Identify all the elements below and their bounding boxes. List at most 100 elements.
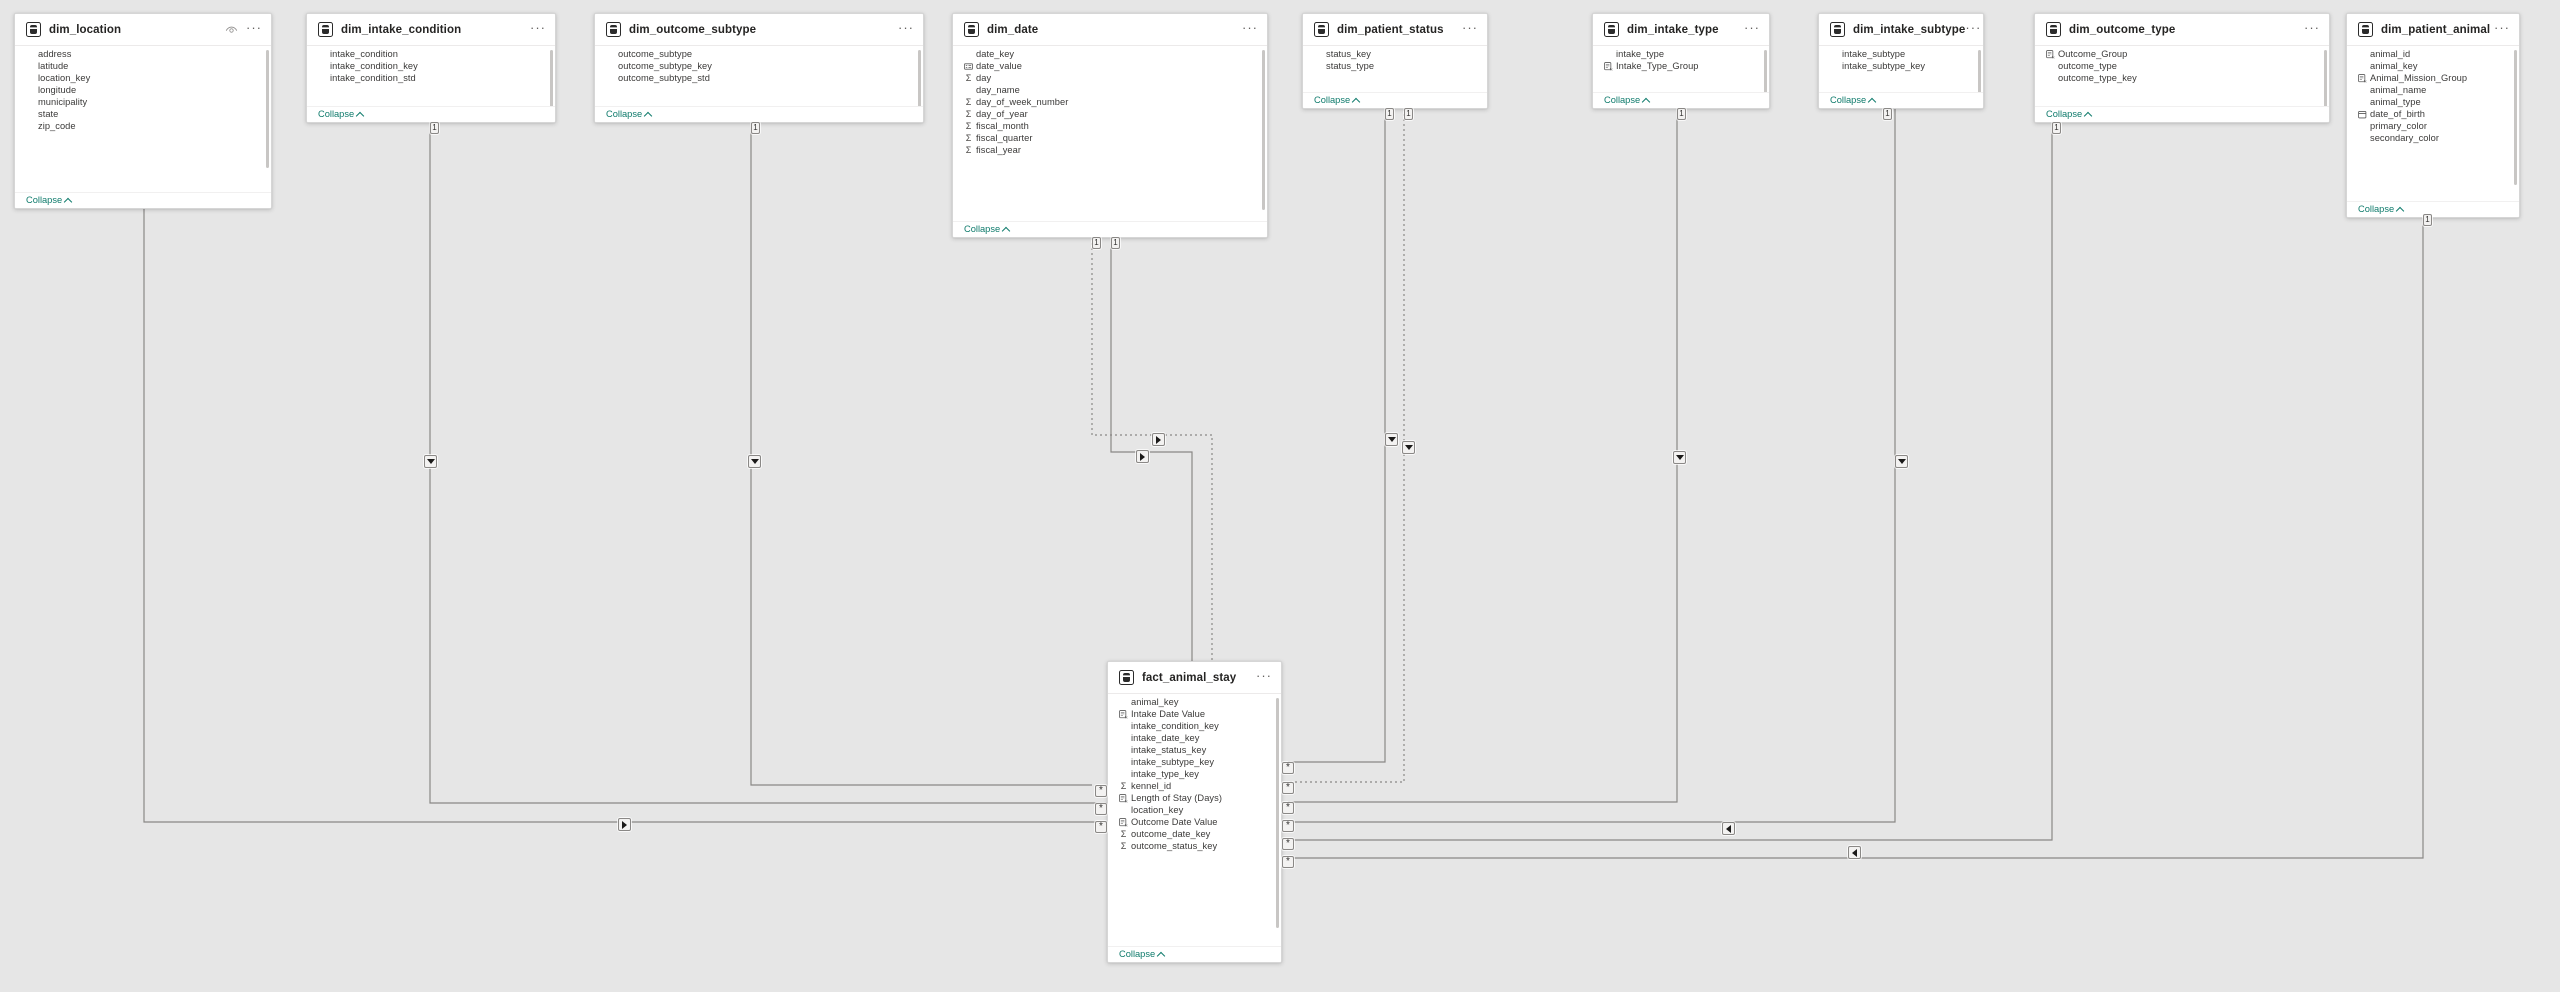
collapse-button[interactable]: Collapse: [953, 221, 1267, 237]
field-row[interactable]: date_key: [953, 48, 1267, 60]
cross-filter-arrow-right-icon[interactable]: [1136, 450, 1149, 463]
collapse-button[interactable]: Collapse: [595, 106, 923, 122]
table-more-options-icon[interactable]: ···: [1242, 20, 1258, 35]
field-row[interactable]: outcome_type: [2035, 60, 2329, 72]
cardinality-many-marker[interactable]: *: [1282, 856, 1294, 868]
cardinality-many-marker[interactable]: *: [1095, 785, 1107, 797]
field-list-scrollbar[interactable]: [1262, 50, 1265, 210]
table-more-options-icon[interactable]: ···: [1256, 668, 1272, 683]
cardinality-one-marker[interactable]: 1: [1111, 237, 1120, 249]
table-header[interactable]: dim_patient_status···: [1303, 14, 1487, 46]
field-row[interactable]: zip_code: [15, 120, 271, 132]
cardinality-one-marker[interactable]: 1: [2423, 214, 2432, 226]
table-header[interactable]: dim_intake_subtype···: [1819, 14, 1983, 46]
field-row[interactable]: animal_key: [1108, 696, 1281, 708]
field-list-scrollbar[interactable]: [1978, 50, 1981, 94]
field-row[interactable]: state: [15, 108, 271, 120]
field-list-scrollbar[interactable]: [2324, 50, 2327, 108]
collapse-button[interactable]: Collapse: [2347, 201, 2519, 217]
field-row[interactable]: location_key: [1108, 804, 1281, 816]
cardinality-many-marker[interactable]: *: [1282, 838, 1294, 850]
cardinality-one-marker[interactable]: 1: [751, 122, 760, 134]
collapse-button[interactable]: Collapse: [1819, 92, 1983, 108]
table-header[interactable]: fact_animal_stay···: [1108, 662, 1281, 694]
table-more-options-icon[interactable]: ···: [1744, 20, 1760, 35]
field-row[interactable]: intake_type: [1593, 48, 1769, 60]
field-row[interactable]: intake_condition_key: [307, 60, 555, 72]
field-list-scrollbar[interactable]: [918, 50, 921, 108]
collapse-button[interactable]: Collapse: [307, 106, 555, 122]
table-header[interactable]: dim_outcome_subtype···: [595, 14, 923, 46]
field-row[interactable]: outcome_type_key: [2035, 72, 2329, 84]
field-row[interactable]: intake_condition_key: [1108, 720, 1281, 732]
field-row[interactable]: secondary_color: [2347, 132, 2519, 144]
cardinality-many-marker[interactable]: *: [1282, 820, 1294, 832]
cardinality-one-marker[interactable]: 1: [1385, 108, 1394, 120]
cardinality-many-marker[interactable]: *: [1095, 821, 1107, 833]
field-list-scrollbar[interactable]: [1276, 698, 1279, 928]
table-more-options-icon[interactable]: ···: [246, 20, 262, 35]
field-row[interactable]: outcome_subtype_std: [595, 72, 923, 84]
field-row[interactable]: location_key: [15, 72, 271, 84]
collapse-button[interactable]: Collapse: [1303, 92, 1487, 108]
cross-filter-arrow-left-icon[interactable]: [1722, 822, 1735, 835]
collapse-button[interactable]: Collapse: [15, 192, 271, 208]
collapse-button[interactable]: Collapse: [2035, 106, 2329, 122]
table-header[interactable]: dim_outcome_type···: [2035, 14, 2329, 46]
table-header[interactable]: dim_date···: [953, 14, 1267, 46]
field-row[interactable]: outcome_subtype: [595, 48, 923, 60]
field-row[interactable]: day_name: [953, 84, 1267, 96]
table-more-options-icon[interactable]: ···: [898, 20, 914, 35]
field-row[interactable]: latitude: [15, 60, 271, 72]
field-row[interactable]: intake_condition_std: [307, 72, 555, 84]
hidden-eye-icon[interactable]: [225, 23, 238, 36]
field-list-scrollbar[interactable]: [550, 50, 553, 108]
cross-filter-arrow-down-icon[interactable]: [748, 455, 761, 468]
table-more-options-icon[interactable]: ···: [530, 20, 546, 35]
field-row[interactable]: intake_subtype_key: [1108, 756, 1281, 768]
cross-filter-arrow-down-icon[interactable]: [1385, 433, 1398, 446]
cross-filter-arrow-right-icon[interactable]: [1152, 433, 1165, 446]
field-row[interactable]: municipality: [15, 96, 271, 108]
field-row[interactable]: animal_key: [2347, 60, 2519, 72]
cross-filter-arrow-down-icon[interactable]: [424, 455, 437, 468]
field-row[interactable]: date_value: [953, 60, 1267, 72]
cross-filter-arrow-left-icon[interactable]: [1848, 846, 1861, 859]
cardinality-one-marker[interactable]: 1: [1404, 108, 1413, 120]
field-list-scrollbar[interactable]: [266, 50, 269, 168]
cardinality-one-marker[interactable]: 1: [430, 122, 439, 134]
table-header[interactable]: dim_intake_type···: [1593, 14, 1769, 46]
cardinality-many-marker[interactable]: *: [1095, 803, 1107, 815]
collapse-button[interactable]: Collapse: [1108, 946, 1281, 962]
cardinality-one-marker[interactable]: 1: [1092, 237, 1101, 249]
field-list-scrollbar[interactable]: [2514, 50, 2517, 185]
cardinality-one-marker[interactable]: 1: [2052, 122, 2061, 134]
